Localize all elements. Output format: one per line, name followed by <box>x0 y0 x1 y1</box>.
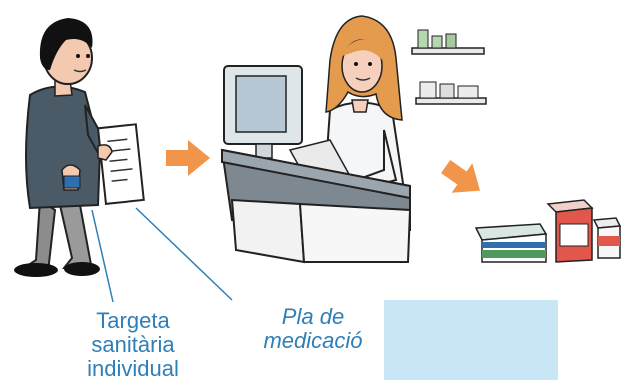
down-right-arrow <box>441 159 481 193</box>
patient-figure <box>14 18 145 277</box>
medicine-boxes <box>474 199 622 263</box>
health-card-label: Targeta sanitària individual <box>58 309 208 381</box>
medication-plan-label: Pla de medicació <box>248 305 378 353</box>
health-card-label-line-1: Targeta <box>96 308 170 333</box>
health-card-label-line-3: individual <box>87 356 179 381</box>
health-card-label-line-2: sanitària <box>91 332 175 357</box>
pharmacist-figure <box>220 15 487 264</box>
plan-pointer-line <box>135 207 233 301</box>
card-pointer-line <box>91 209 114 303</box>
medication-plan-label-line-2: medicació <box>263 328 363 353</box>
medication-plan-label-line-1: Pla de <box>281 304 345 329</box>
right-arrow <box>166 140 210 176</box>
blank-placeholder-box <box>384 300 558 380</box>
